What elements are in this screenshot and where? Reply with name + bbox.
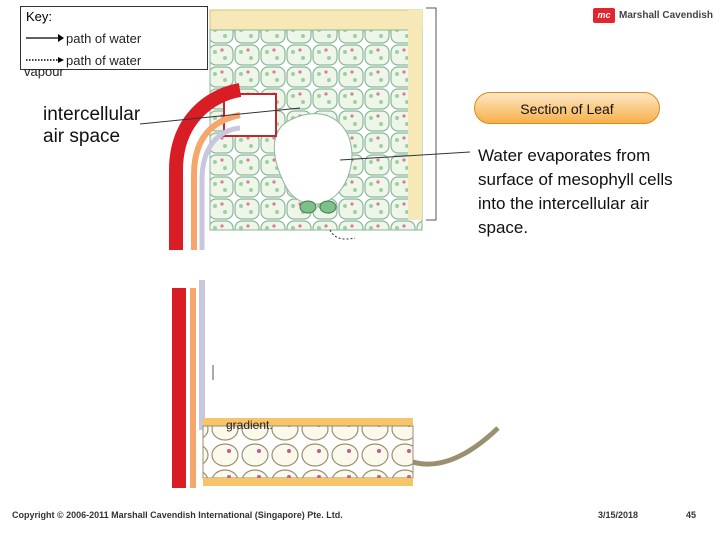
leaf-diagram (139, 7, 500, 488)
companion-vessel-lower (199, 280, 205, 430)
key-water-label: path of water (66, 31, 142, 46)
water-arrowhead-icon (58, 34, 64, 42)
xylem-vessel-upper (169, 83, 242, 250)
page-number: 45 (686, 510, 697, 520)
xylem-vessel-lower (172, 288, 186, 488)
intercellular-label-line1: intercellular (43, 104, 141, 125)
intercellular-label-line2: air space (43, 126, 121, 147)
guard-cell-left (299, 200, 317, 214)
brand: mc Marshall Cavendish (593, 8, 713, 23)
key-vapour-label: path of water (66, 53, 142, 68)
copyright-notice: Copyright © 2006-2011 Marshall Cavendish… (12, 510, 343, 520)
callout-line (339, 151, 471, 161)
section-bracket (426, 7, 437, 221)
vapour-arrowhead-icon (58, 57, 64, 63)
phloem-vessel-lower (190, 288, 196, 488)
root-cortex (202, 425, 414, 479)
evaporation-callout: Water evaporates from surface of mesophy… (478, 146, 673, 237)
gradient-label: gradient. (226, 418, 273, 432)
root-upper-band (203, 418, 413, 426)
brand-name: Marshall Cavendish (619, 10, 713, 21)
root-lower-band (203, 478, 413, 486)
key-arrows (26, 34, 64, 63)
root-hair (412, 426, 500, 467)
intercellular-line (139, 107, 301, 125)
key-vapour-label-cont: vapour (24, 64, 64, 79)
key-title: Key: (26, 9, 53, 24)
vapour-path-icon (329, 229, 356, 240)
companion-vessel-upper (199, 125, 241, 250)
brand-logo-icon: mc (593, 8, 615, 23)
phloem-vessel-upper (191, 112, 241, 250)
guard-cell-right (319, 200, 337, 214)
leaf-edge (408, 10, 422, 220)
footer-date: 3/15/2018 (598, 510, 639, 520)
air-space (273, 113, 353, 205)
upper-epidermis (209, 9, 423, 33)
section-of-leaf-button[interactable]: Section of Leaf (474, 92, 660, 124)
